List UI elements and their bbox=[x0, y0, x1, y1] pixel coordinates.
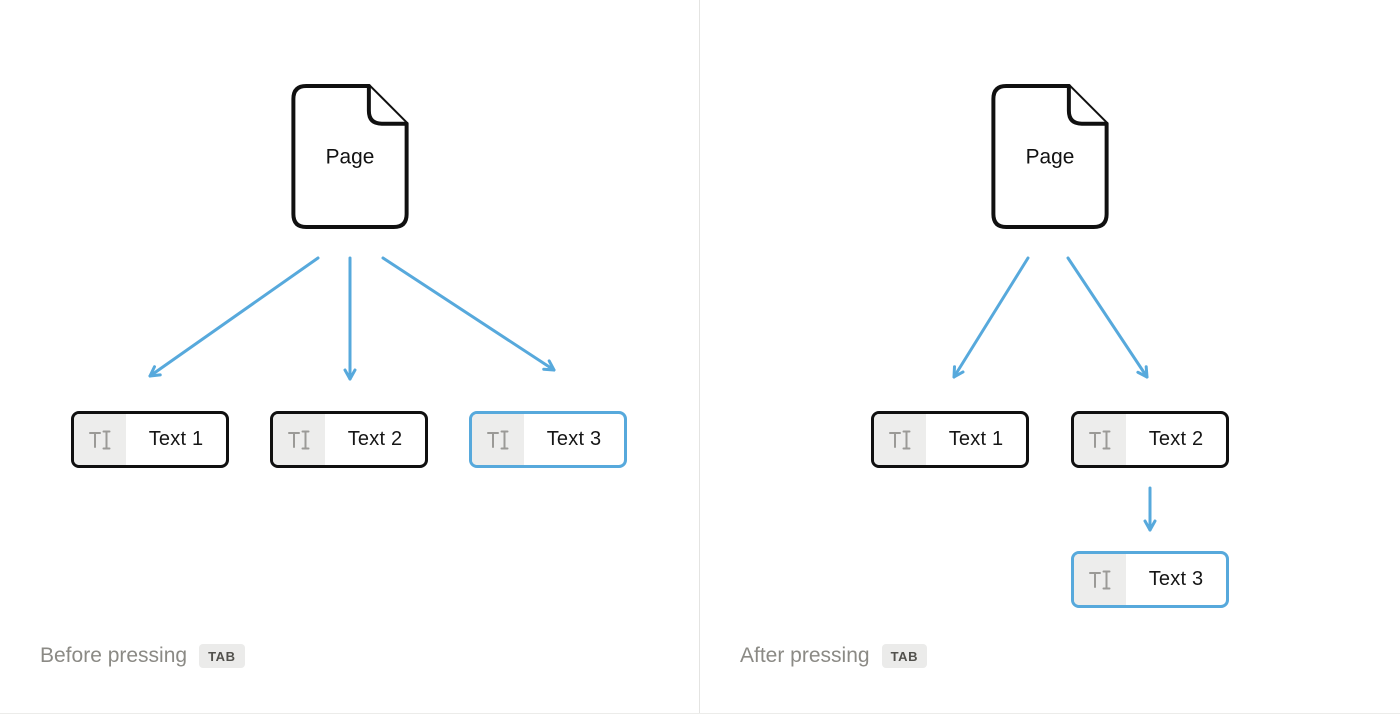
text-type-icon bbox=[1074, 414, 1126, 465]
document-fold-corner bbox=[1066, 83, 1109, 126]
text-type-icon bbox=[1074, 554, 1126, 605]
block-label: Text 2 bbox=[1148, 428, 1204, 450]
text-block-3-selected-indented: Text 3 bbox=[1071, 551, 1229, 608]
page-document-icon: Page bbox=[990, 83, 1110, 230]
page-label: Page bbox=[1026, 145, 1075, 168]
text-type-icon bbox=[74, 414, 126, 465]
tab-key-badge: TAB bbox=[881, 644, 928, 668]
text-block-3-selected: Text 3 bbox=[469, 411, 627, 468]
page-document-icon: Page bbox=[290, 83, 410, 230]
arrow-page-to-text1 bbox=[952, 256, 1030, 379]
block-label: Text 3 bbox=[1148, 568, 1204, 590]
panel-before: Page Text 1 Text 2 Text 3 Before pressin… bbox=[40, 83, 627, 672]
text-block-1: Text 1 bbox=[71, 411, 229, 468]
text-type-icon bbox=[874, 414, 926, 465]
caption-text: Before pressing bbox=[40, 644, 188, 667]
text-type-icon bbox=[273, 414, 325, 465]
page-label: Page bbox=[326, 145, 375, 168]
block-label: Text 1 bbox=[948, 428, 1004, 450]
tab-key-badge: TAB bbox=[199, 644, 245, 668]
arrow-page-to-text1 bbox=[148, 256, 320, 378]
text-block-2: Text 2 bbox=[270, 411, 428, 468]
block-label: Text 1 bbox=[148, 428, 204, 450]
caption-before: Before pressing TAB bbox=[40, 640, 245, 672]
panel-after: Page Text 1 Text 2 Text 3 After pressing… bbox=[700, 0, 1400, 713]
caption-text: After pressing bbox=[740, 644, 870, 667]
block-label: Text 2 bbox=[347, 428, 403, 450]
text-type-icon bbox=[472, 414, 524, 465]
arrow-page-to-text3 bbox=[381, 256, 556, 372]
caption-after: After pressing TAB bbox=[740, 640, 928, 672]
text-block-1: Text 1 bbox=[871, 411, 1029, 468]
text-block-2: Text 2 bbox=[1071, 411, 1229, 468]
panel-divider bbox=[699, 0, 700, 713]
arrow-page-to-text2 bbox=[1066, 256, 1149, 379]
block-label: Text 3 bbox=[546, 428, 602, 450]
